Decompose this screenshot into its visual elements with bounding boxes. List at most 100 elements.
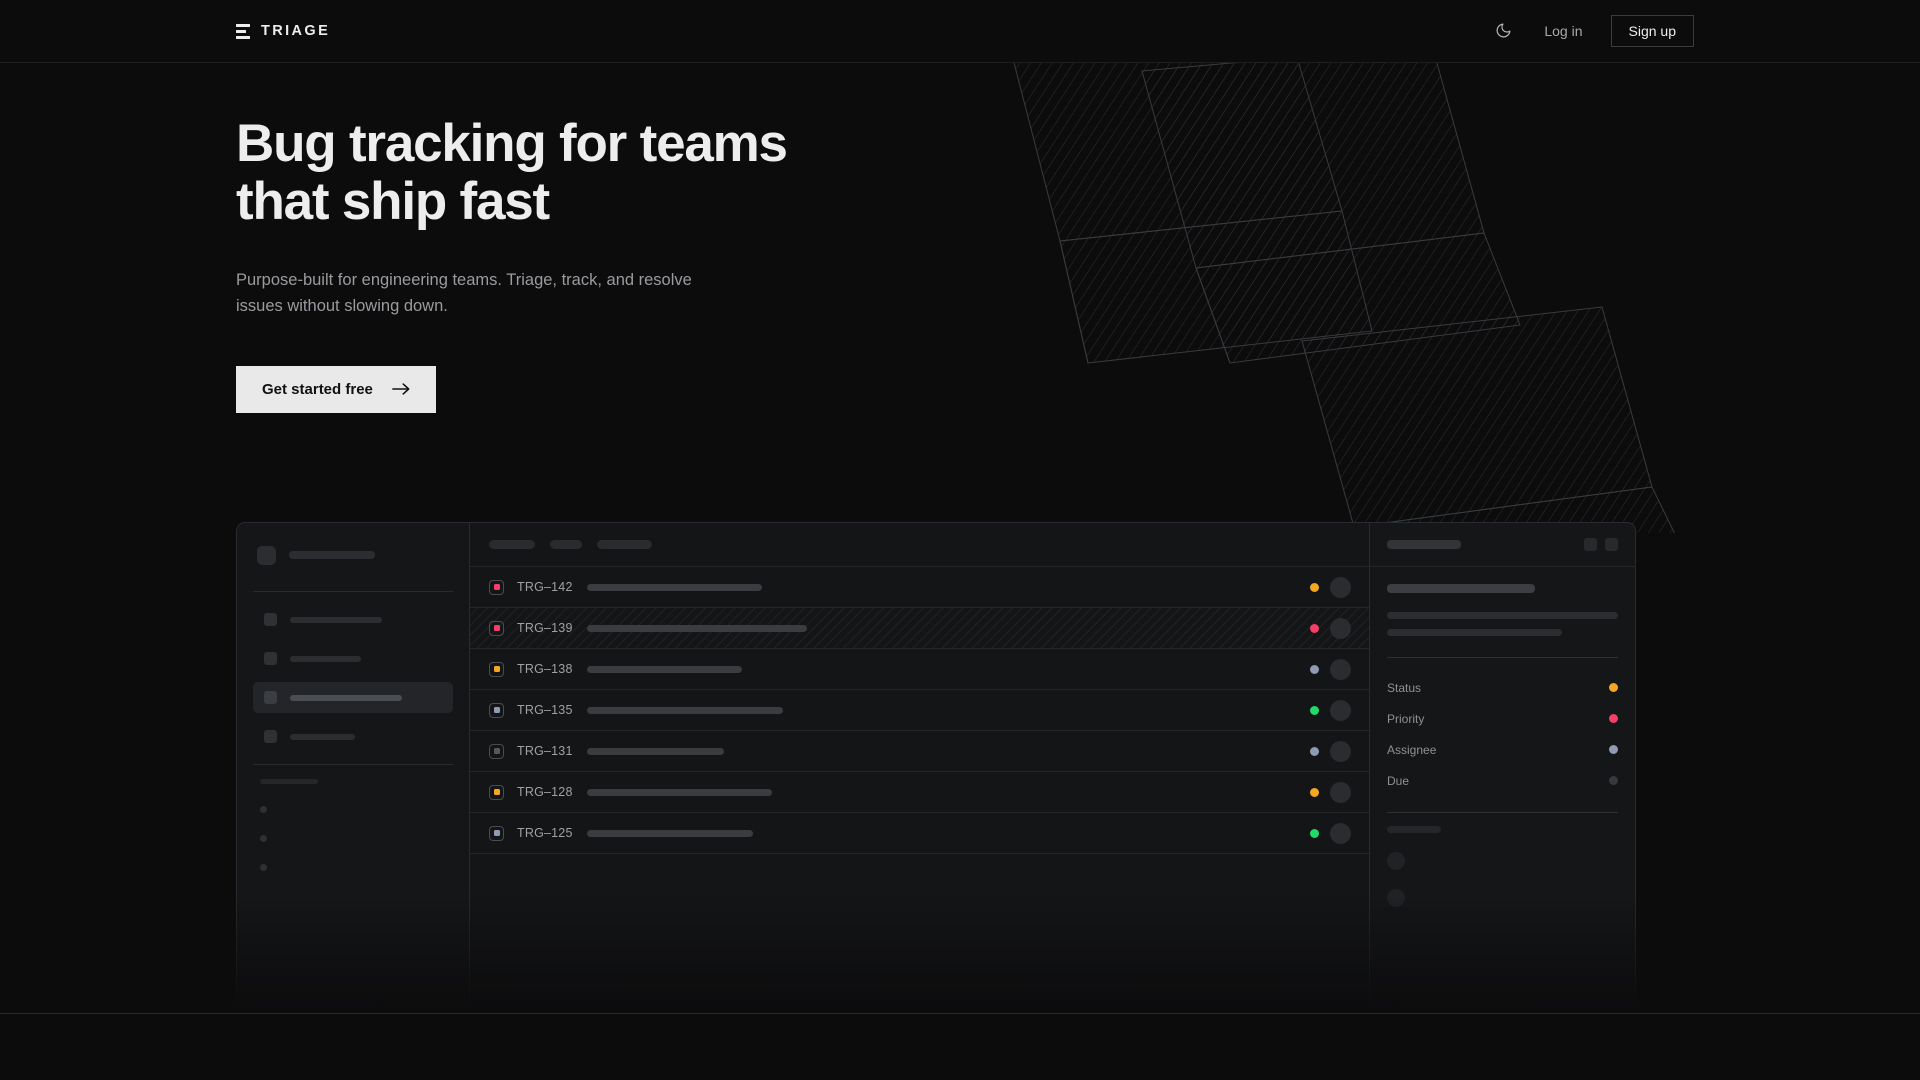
brand-name: TRIAGE: [261, 23, 331, 39]
status-dot: [1310, 828, 1319, 838]
detail-title-skeleton: [1387, 584, 1535, 593]
avatar: [1330, 781, 1351, 803]
hero-section: Bug tracking for teams that ship fast Pu…: [0, 63, 1920, 413]
table-row[interactable]: TRG–135: [470, 690, 1369, 731]
avatar: [1330, 617, 1351, 639]
status-dot: [1310, 746, 1319, 756]
toolbar-filter-3[interactable]: [597, 540, 652, 549]
sidebar-item-3-active[interactable]: [253, 682, 453, 713]
table-row[interactable]: TRG–138: [470, 649, 1369, 690]
priority-icon: [489, 620, 504, 636]
issue-detail-panel: Status Priority Assignee Due: [1370, 523, 1635, 1014]
detail-header-skeleton: [1387, 540, 1461, 549]
sidebar-item-1-label: [290, 616, 382, 623]
sidebar-item-4-icon: [264, 730, 277, 743]
issue-list-toolbar: [470, 523, 1369, 567]
sidebar-item-4[interactable]: [253, 721, 453, 752]
issue-title-skeleton: [587, 583, 762, 591]
detail-meta-status-label: Status: [1387, 680, 1422, 695]
sidebar-divider-top: [253, 591, 453, 592]
issue-title-skeleton: [587, 665, 742, 673]
workspace-switcher[interactable]: [253, 523, 453, 587]
signup-button[interactable]: Sign up: [1610, 14, 1694, 48]
sidebar-item-3-label: [290, 694, 402, 701]
table-row[interactable]: TRG–139: [470, 608, 1369, 649]
table-row[interactable]: TRG–142: [470, 567, 1369, 608]
sidebar-mini-item-3[interactable]: [260, 864, 267, 871]
brand-logo[interactable]: TRIAGE: [236, 23, 330, 39]
sidebar-item-4-label: [290, 733, 355, 740]
detail-meta-status[interactable]: Status: [1387, 672, 1618, 703]
sidebar-item-2[interactable]: [253, 643, 453, 674]
issue-title-skeleton: [587, 624, 807, 632]
login-link[interactable]: Log in: [1544, 22, 1583, 39]
avatar: [1330, 822, 1351, 844]
page-title: Bug tracking for teams that ship fast: [236, 115, 916, 231]
sidebar-item-1-icon: [264, 613, 277, 626]
issue-title-skeleton: [587, 747, 724, 755]
sidebar-item-2-label: [290, 655, 361, 662]
avatar: [1330, 740, 1351, 762]
site-header: TRIAGE Log in Sign up: [0, 0, 1920, 63]
detail-divider: [1387, 657, 1618, 658]
detail-divider-2: [1387, 812, 1618, 813]
sidebar-item-1[interactable]: [253, 604, 453, 635]
detail-meta-assignee-label: Assignee: [1387, 742, 1437, 757]
detail-comments-label: [1387, 826, 1441, 833]
issue-title-skeleton: [587, 788, 772, 796]
avatar: [1330, 658, 1351, 680]
priority-icon: [489, 579, 504, 595]
table-row[interactable]: TRG–125: [470, 813, 1369, 854]
row-meta: [1310, 740, 1351, 762]
moon-icon[interactable]: [1490, 18, 1516, 44]
status-dot: [1310, 787, 1319, 797]
status-dot: [1310, 664, 1319, 674]
detail-action-1-icon[interactable]: [1584, 538, 1597, 551]
issue-title-skeleton: [587, 706, 783, 714]
status-dot: [1310, 705, 1319, 715]
detail-meta-assignee[interactable]: Assignee: [1387, 734, 1618, 765]
sidebar-item-3-icon: [264, 691, 277, 704]
sidebar-mini-item-2[interactable]: [260, 835, 267, 842]
issue-id: TRG–131: [517, 744, 573, 758]
detail-meta-priority[interactable]: Priority: [1387, 703, 1618, 734]
hero-heading-line-1: Bug tracking for teams: [236, 114, 788, 173]
header-actions: Log in Sign up: [1490, 14, 1694, 48]
detail-header-actions: [1584, 538, 1618, 551]
comment-avatar-2: [1387, 889, 1405, 907]
detail-meta-due-label: Due: [1387, 773, 1410, 788]
issue-list-panel: TRG–142 TRG–139 TRG–138: [470, 523, 1370, 1014]
issue-title-skeleton: [587, 829, 753, 837]
section-divider: [0, 1013, 1920, 1014]
issue-id: TRG–128: [517, 785, 573, 799]
priority-icon: [489, 661, 504, 677]
get-started-button[interactable]: Get started free: [236, 365, 436, 413]
sidebar-divider-bottom: [253, 764, 453, 765]
detail-desc-line-1: [1387, 612, 1618, 619]
row-meta: [1310, 699, 1351, 721]
workspace-name-skeleton: [289, 551, 375, 559]
row-meta: [1310, 658, 1351, 680]
detail-desc-line-2: [1387, 629, 1562, 636]
sidebar-section-label: [260, 779, 318, 784]
sidebar-mini-item-1[interactable]: [260, 806, 267, 813]
avatar: [1330, 576, 1351, 598]
detail-meta-due-dot: [1609, 776, 1618, 785]
toolbar-filter-2[interactable]: [550, 540, 582, 549]
detail-action-2-icon[interactable]: [1605, 538, 1618, 551]
detail-panel-body: Status Priority Assignee Due: [1370, 567, 1635, 907]
table-row[interactable]: TRG–128: [470, 772, 1369, 813]
detail-meta-assignee-dot: [1609, 745, 1618, 754]
priority-icon: [489, 702, 504, 718]
row-meta: [1310, 576, 1351, 598]
issue-id: TRG–139: [517, 621, 573, 635]
table-row[interactable]: TRG–131: [470, 731, 1369, 772]
detail-meta-priority-label: Priority: [1387, 711, 1425, 726]
sidebar-item-2-icon: [264, 652, 277, 665]
detail-panel-header: [1370, 523, 1635, 567]
row-meta: [1310, 781, 1351, 803]
hero-subheading: Purpose-built for engineering teams. Tri…: [236, 270, 692, 316]
toolbar-filter-1[interactable]: [489, 540, 535, 549]
detail-meta-due[interactable]: Due: [1387, 765, 1618, 796]
